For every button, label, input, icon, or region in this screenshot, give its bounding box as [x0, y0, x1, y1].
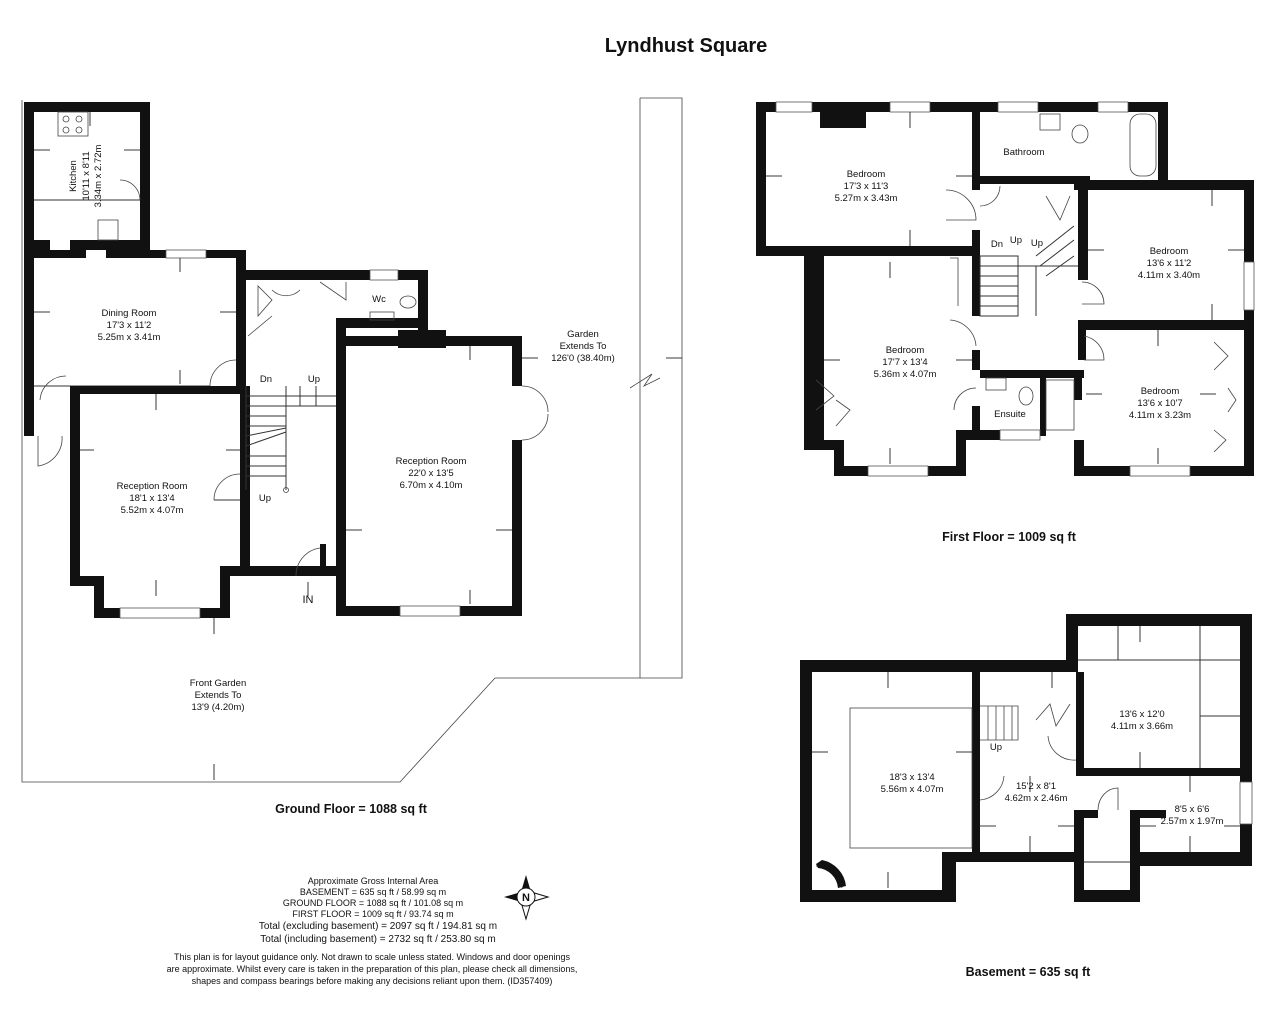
- svg-text:18'1 x 13'4: 18'1 x 13'4: [129, 493, 174, 504]
- svg-text:13'6 x 12'0: 13'6 x 12'0: [1119, 709, 1164, 720]
- basement-plan: 18'3 x 13'4 5.56m x 4.07m 13'6 x 12'0 4.…: [800, 614, 1253, 979]
- first-floor-plan: Bedroom 17'3 x 11'3 5.27m x 3.43m Bathro…: [756, 101, 1255, 544]
- basement-room-4-label: 8'5 x 6'6 2.57m x 1.97m: [1161, 804, 1224, 827]
- first-floor-dimension-arrows: [766, 112, 1244, 464]
- svg-text:Extends To: Extends To: [560, 341, 607, 352]
- basement-room-2-label: 13'6 x 12'0 4.11m x 3.66m: [1111, 709, 1173, 732]
- garden-label: Garden Extends To 126'0 (38.40m): [551, 329, 615, 364]
- area-line: Total (including basement) = 2732 sq ft …: [260, 934, 495, 945]
- right-reception-walls: [336, 330, 522, 616]
- basement-stairs-up: Up: [990, 742, 1002, 753]
- svg-text:4.11m x 3.40m: 4.11m x 3.40m: [1138, 270, 1200, 281]
- left-reception-walls: [70, 386, 344, 618]
- svg-text:3.34m x 2.72m: 3.34m x 2.72m: [93, 145, 104, 208]
- area-line: BASEMENT = 635 sq ft / 58.99 sq m: [300, 887, 446, 897]
- svg-text:13'6 x 11'2: 13'6 x 11'2: [1147, 258, 1192, 269]
- svg-text:Reception Room: Reception Room: [117, 481, 188, 492]
- svg-text:13'9 (4.20m): 13'9 (4.20m): [191, 702, 244, 713]
- svg-text:10'11 x 8'11: 10'11 x 8'11: [81, 151, 92, 200]
- wc-label: Wc: [372, 294, 386, 305]
- ground-floor-caption: Ground Floor = 1088 sq ft: [275, 802, 428, 816]
- svg-text:17'3 x 11'2: 17'3 x 11'2: [107, 320, 152, 331]
- svg-text:8'5 x 6'6: 8'5 x 6'6: [1175, 804, 1210, 815]
- disclaimer-line: shapes and compass bearings before makin…: [192, 976, 553, 986]
- svg-text:126'0 (38.40m): 126'0 (38.40m): [551, 353, 615, 364]
- area-summary: Approximate Gross Internal Area BASEMENT…: [259, 876, 497, 945]
- bedroom-1-label: Bedroom 17'3 x 11'3 5.27m x 3.43m: [835, 169, 898, 204]
- svg-text:Bedroom: Bedroom: [1150, 246, 1189, 257]
- ground-floor-plan: Kitchen 10'11 x 8'11 3.34m x 2.72m Dinin…: [21, 97, 683, 816]
- svg-text:Bedroom: Bedroom: [1141, 386, 1180, 397]
- compass-icon: N: [504, 875, 550, 921]
- compass-letter: N: [522, 892, 530, 904]
- svg-text:15'2 x 8'1: 15'2 x 8'1: [1016, 781, 1056, 792]
- first-floor-walls: [756, 102, 1254, 476]
- area-line: Total (excluding basement) = 2097 sq ft …: [259, 921, 497, 932]
- svg-text:Bedroom: Bedroom: [847, 169, 886, 180]
- kitchen-walls: [24, 102, 150, 250]
- disclaimer-line: are approximate. Whilst every care is ta…: [167, 964, 578, 974]
- plan-title: Lyndhust Square: [605, 35, 768, 57]
- ground-stairs: [245, 386, 344, 493]
- ensuite-label: Ensuite: [994, 409, 1026, 420]
- disclaimer-line: This plan is for layout guidance only. N…: [174, 952, 571, 962]
- basement-room-1-label: 18'3 x 13'4 5.56m x 4.07m: [881, 772, 944, 795]
- svg-text:5.25m x 3.41m: 5.25m x 3.41m: [98, 332, 161, 343]
- first-stairs-dn: Dn: [991, 239, 1003, 250]
- left-reception-label: Reception Room 18'1 x 13'4 5.52m x 4.07m: [117, 481, 188, 516]
- bedroom-3-label: Bedroom 17'7 x 13'4 5.36m x 4.07m: [874, 345, 937, 380]
- ground-stairs-up-lower: Up: [259, 493, 271, 504]
- area-summary-heading: Approximate Gross Internal Area: [308, 876, 439, 886]
- first-floor-caption: First Floor = 1009 sq ft: [942, 530, 1077, 544]
- svg-text:5.36m x 4.07m: 5.36m x 4.07m: [874, 369, 937, 380]
- svg-text:Dining Room: Dining Room: [102, 308, 157, 319]
- right-reception-label: Reception Room 22'0 x 13'5 6.70m x 4.10m: [396, 456, 467, 491]
- ground-stairs-dn: Dn: [260, 374, 272, 385]
- svg-text:5.56m x 4.07m: 5.56m x 4.07m: [881, 784, 944, 795]
- svg-text:Bedroom: Bedroom: [886, 345, 925, 356]
- dining-room-label: Dining Room 17'3 x 11'2 5.25m x 3.41m: [98, 308, 161, 343]
- svg-text:5.27m x 3.43m: 5.27m x 3.43m: [835, 193, 898, 204]
- area-line: GROUND FLOOR = 1088 sq ft / 101.08 sq m: [283, 898, 463, 908]
- front-garden-label: Front Garden Extends To 13'9 (4.20m): [190, 678, 247, 713]
- basement-walls: [800, 614, 1252, 902]
- svg-text:4.62m x 2.46m: 4.62m x 2.46m: [1005, 793, 1068, 804]
- bathroom-label: Bathroom: [1003, 147, 1044, 158]
- svg-text:6.70m x 4.10m: 6.70m x 4.10m: [400, 480, 463, 491]
- ground-stairs-up: Up: [308, 374, 320, 385]
- svg-text:Reception Room: Reception Room: [396, 456, 467, 467]
- bedroom-4-label: Bedroom 13'6 x 10'7 4.11m x 3.23m: [1129, 386, 1191, 421]
- svg-text:18'3 x 13'4: 18'3 x 13'4: [889, 772, 934, 783]
- svg-text:13'6 x 10'7: 13'6 x 10'7: [1137, 398, 1182, 409]
- svg-text:4.11m x 3.66m: 4.11m x 3.66m: [1111, 721, 1173, 732]
- svg-text:17'7 x 13'4: 17'7 x 13'4: [882, 357, 927, 368]
- svg-text:Kitchen: Kitchen: [68, 160, 79, 192]
- disclaimer: This plan is for layout guidance only. N…: [167, 952, 578, 986]
- dining-walls: [24, 242, 246, 436]
- svg-text:2.57m x 1.97m: 2.57m x 1.97m: [1161, 816, 1224, 827]
- basement-dimension-arrows: [812, 626, 1240, 888]
- svg-text:4.11m x 3.23m: 4.11m x 3.23m: [1129, 410, 1191, 421]
- area-line: FIRST FLOOR = 1009 sq ft / 93.74 sq m: [292, 909, 453, 919]
- first-stairs-up-2: Up: [1031, 238, 1043, 249]
- svg-text:Front Garden: Front Garden: [190, 678, 247, 689]
- basement-caption: Basement = 635 sq ft: [966, 965, 1092, 979]
- svg-text:17'3 x 11'3: 17'3 x 11'3: [844, 181, 889, 192]
- first-floor-stairs: [979, 225, 1078, 317]
- kitchen-label: Kitchen 10'11 x 8'11 3.34m x 2.72m: [68, 145, 104, 208]
- svg-text:Garden: Garden: [567, 329, 599, 340]
- first-stairs-up-1: Up: [1010, 235, 1022, 246]
- svg-text:5.52m x 4.07m: 5.52m x 4.07m: [121, 505, 184, 516]
- entrance-label: IN: [303, 594, 314, 606]
- bedroom-2-label: Bedroom 13'6 x 11'2 4.11m x 3.40m: [1138, 246, 1200, 281]
- ground-dimension-arrows: [34, 112, 682, 780]
- svg-text:Extends To: Extends To: [195, 690, 242, 701]
- basement-room-3-label: 15'2 x 8'1 4.62m x 2.46m: [1005, 781, 1068, 804]
- svg-text:22'0 x 13'5: 22'0 x 13'5: [408, 468, 453, 479]
